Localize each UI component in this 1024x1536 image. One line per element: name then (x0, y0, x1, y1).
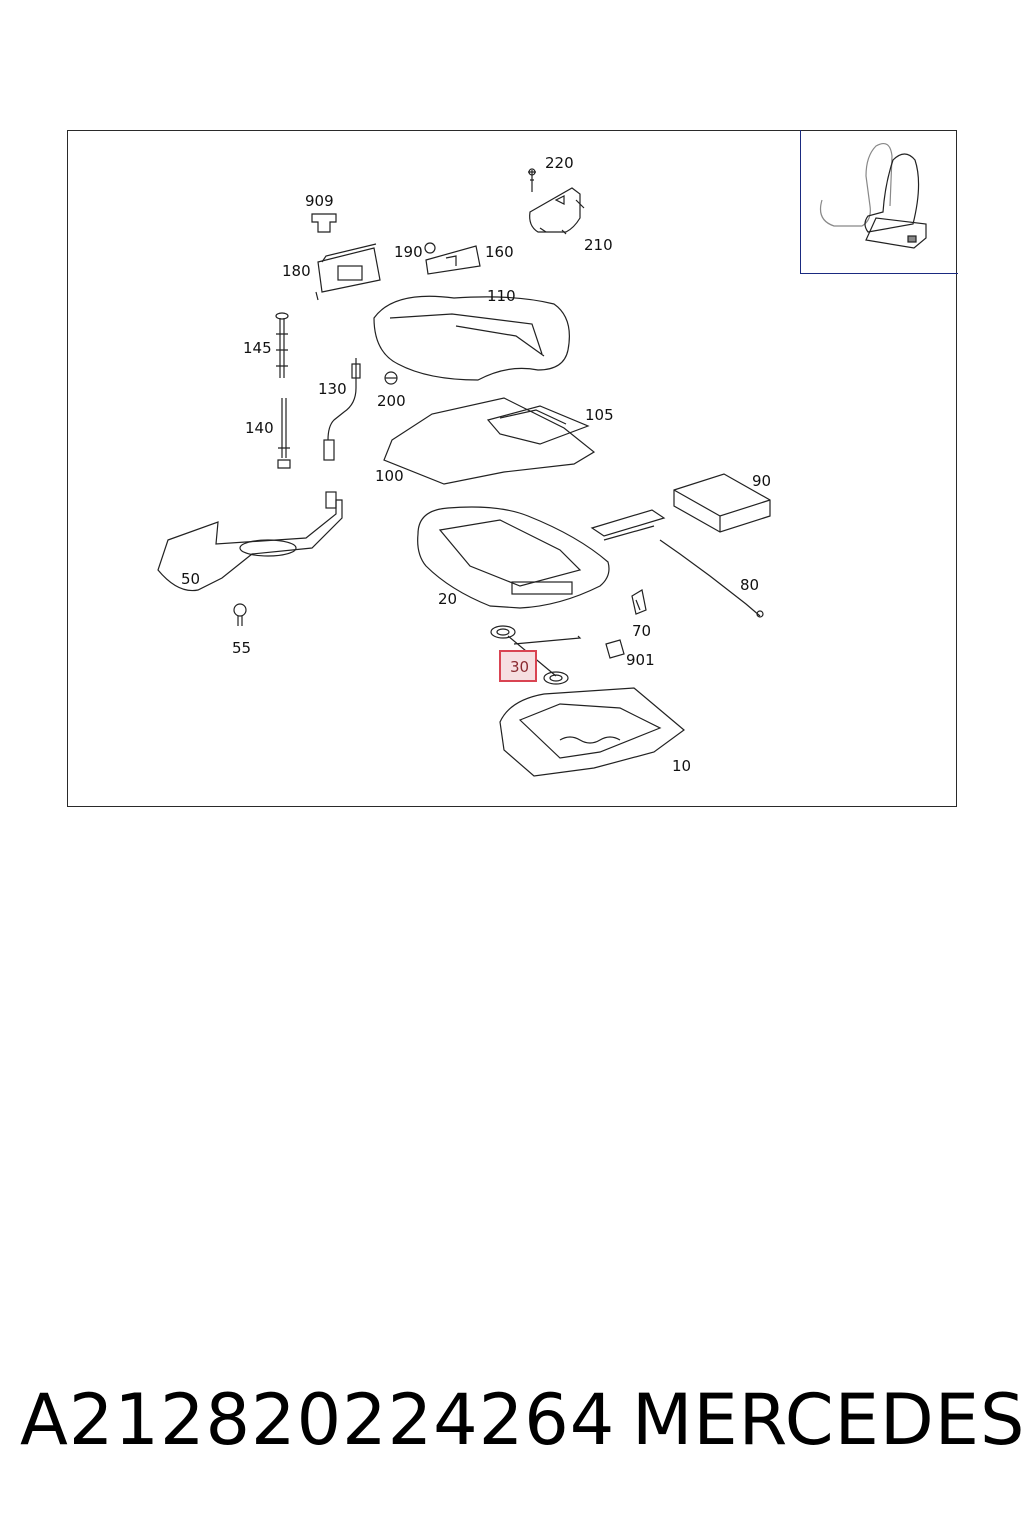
part-110-seat-cushion (373, 295, 570, 381)
part-180-module (315, 243, 381, 301)
part-50-trim (157, 491, 343, 592)
part-160-bracket (424, 242, 481, 275)
callout-50: 50 (181, 570, 200, 588)
part-30-plug-set (490, 625, 582, 685)
callout-10: 10 (672, 757, 691, 775)
callout-190: 190 (394, 243, 423, 261)
part-80-sensor-cable (590, 509, 764, 618)
part-70-clip (631, 589, 647, 615)
callout-80: 80 (740, 576, 759, 594)
callout-30: 30 (510, 658, 529, 676)
footer: A212820224264 MERCEDES (0, 1370, 1024, 1480)
callout-140: 140 (245, 419, 274, 437)
callout-30-highlight-box (499, 650, 537, 682)
brand-name: MERCEDES (632, 1379, 1024, 1461)
part-100-mat (383, 397, 596, 485)
part-140-rod (277, 398, 291, 469)
callout-901: 901 (626, 651, 655, 669)
callout-220: 220 (545, 154, 574, 172)
part-90-pad (673, 473, 771, 533)
callout-160: 160 (485, 243, 514, 261)
part-909-label (311, 213, 337, 233)
part-10-seat-frame (499, 687, 685, 777)
part-210-bracket (529, 187, 585, 235)
callout-210: 210 (584, 236, 613, 254)
part-901-tag (605, 639, 625, 659)
callout-110: 110 (487, 287, 516, 305)
part-220-pin (528, 168, 536, 192)
callout-105: 105 (585, 406, 614, 424)
part-55-clip (233, 603, 247, 626)
callout-200: 200 (377, 392, 406, 410)
callout-180: 180 (282, 262, 311, 280)
part-130-cable (323, 358, 361, 461)
seat-thumbnail-drawing (819, 143, 927, 249)
callout-70: 70 (632, 622, 651, 640)
callout-20: 20 (438, 590, 457, 608)
callout-55: 55 (232, 639, 251, 657)
parts-diagram-frame (67, 130, 957, 807)
part-105-heater-mat (486, 405, 590, 445)
part-number: A212820224264 (20, 1379, 616, 1461)
seat-overview-thumbnail (800, 130, 958, 274)
part-200-clip (384, 371, 398, 385)
callout-145: 145 (243, 339, 272, 357)
callout-130: 130 (318, 380, 347, 398)
parts-diagram: 220 909 190 160 210 180 110 145 130 200 … (157, 143, 927, 777)
part-145-bolt (275, 312, 289, 378)
callout-90: 90 (752, 472, 771, 490)
part-20-cushion-base (417, 506, 610, 609)
callout-909: 909 (305, 192, 334, 210)
callout-100: 100 (375, 467, 404, 485)
